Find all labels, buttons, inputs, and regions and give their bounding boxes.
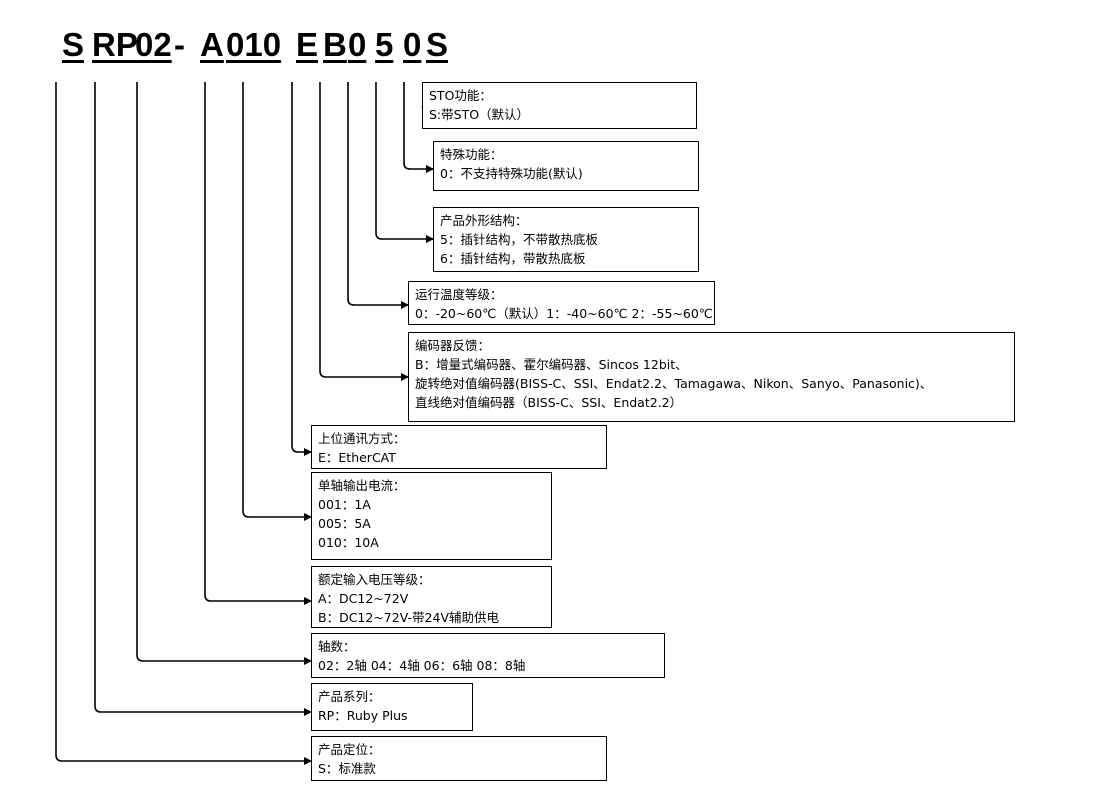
option-box-line: 005：5A: [318, 516, 371, 531]
connector-encoder: [319, 82, 409, 381]
option-box-line: B：增量式编码器、霍尔编码器、Sincos 12bit、: [415, 357, 688, 372]
connector-comm: [291, 82, 312, 456]
option-box-encoder: 编码器反馈： B：增量式编码器、霍尔编码器、Sincos 12bit、旋转绝对值编…: [408, 332, 1015, 422]
option-box-line: 010：10A: [318, 535, 379, 550]
option-box-line: 0：不支持特殊功能(默认): [440, 166, 583, 181]
code-segment: RP: [92, 26, 138, 63]
option-box-title: 特殊功能：: [440, 147, 503, 162]
connector-voltage: [204, 82, 312, 605]
option-box-line: S：标准款: [318, 761, 376, 776]
option-box-title: 单轴输出电流：: [318, 478, 406, 493]
option-box-special: 特殊功能： 0：不支持特殊功能(默认): [433, 141, 699, 191]
option-box-title: 产品外形结构：: [440, 213, 528, 228]
code-segment: S: [62, 26, 85, 63]
option-box-line: 02：2轴 04：4轴 06：6轴 08：8轴: [318, 658, 526, 673]
code-separator: -: [174, 26, 185, 63]
option-box-title: 产品定位：: [318, 742, 381, 757]
code-segment: 010: [226, 26, 282, 63]
code-segment: 0: [403, 26, 422, 63]
option-box-line: 旋转绝对值编码器(BISS-C、SSI、Endat2.2、Tamagawa、Ni…: [415, 376, 933, 391]
option-box-line: 001：1A: [318, 497, 371, 512]
option-box-line: S:带STO（默认）: [429, 107, 530, 122]
code-segment: A: [200, 26, 224, 63]
option-box-line: A：DC12~72V: [318, 591, 409, 606]
connector-temp: [347, 82, 409, 309]
option-box-line: 6：插针结构，带散热底板: [440, 251, 586, 266]
option-box-sto: STO功能： S:带STO（默认）: [422, 82, 697, 129]
option-box-title: 运行温度等级：: [415, 287, 503, 302]
connector-series: [94, 82, 312, 716]
code-segment: E: [296, 26, 319, 63]
option-box-line: 5：插针结构，不带散热底板: [440, 232, 598, 247]
code-segment: 5: [375, 26, 394, 63]
option-box-axes: 轴数： 02：2轴 04：4轴 06：6轴 08：8轴: [311, 633, 665, 678]
connector-current: [242, 82, 312, 521]
option-box-title: 轴数：: [318, 639, 356, 654]
connector-special: [403, 82, 434, 173]
option-box-line: B：DC12~72V-带24V辅助供电: [318, 610, 500, 625]
option-box-series: 产品系列： RP：Ruby Plus: [311, 683, 473, 731]
option-box-line: RP：Ruby Plus: [318, 708, 408, 723]
option-box-current: 单轴输出电流： 001：1A 005：5A 010：10A: [311, 472, 552, 560]
option-box-title: STO功能：: [429, 88, 492, 103]
option-box-line: E：EtherCAT: [318, 450, 396, 465]
connector-shape: [375, 82, 434, 243]
code-segment: 02: [135, 26, 172, 63]
option-box-title: 上位通讯方式：: [318, 431, 406, 446]
option-box-voltage: 额定输入电压等级： A：DC12~72V B：DC12~72V-带24V辅助供电: [311, 566, 552, 628]
option-box-position: 产品定位： S：标准款: [311, 736, 607, 781]
option-box-title: 产品系列：: [318, 689, 381, 704]
option-box-shape: 产品外形结构： 5：插针结构，不带散热底板 6：插针结构，带散热底板: [433, 207, 699, 272]
connector-position: [55, 82, 312, 765]
option-box-comm: 上位通讯方式： E：EtherCAT: [311, 425, 607, 469]
code-segment: S: [426, 26, 449, 63]
option-box-line: 直线绝对值编码器（BISS-C、SSI、Endat2.2）: [415, 395, 683, 410]
option-box-temp: 运行温度等级： 0：-20~60℃（默认）1：-40~60℃ 2：-55~60℃: [408, 281, 715, 325]
option-box-title: 额定输入电压等级：: [318, 572, 431, 587]
code-segment: B: [323, 26, 347, 63]
connector-axes: [136, 82, 312, 665]
code-segment: 0: [348, 26, 367, 63]
option-box-title: 编码器反馈：: [415, 338, 491, 353]
option-box-line: 0：-20~60℃（默认）1：-40~60℃ 2：-55~60℃: [415, 306, 713, 321]
